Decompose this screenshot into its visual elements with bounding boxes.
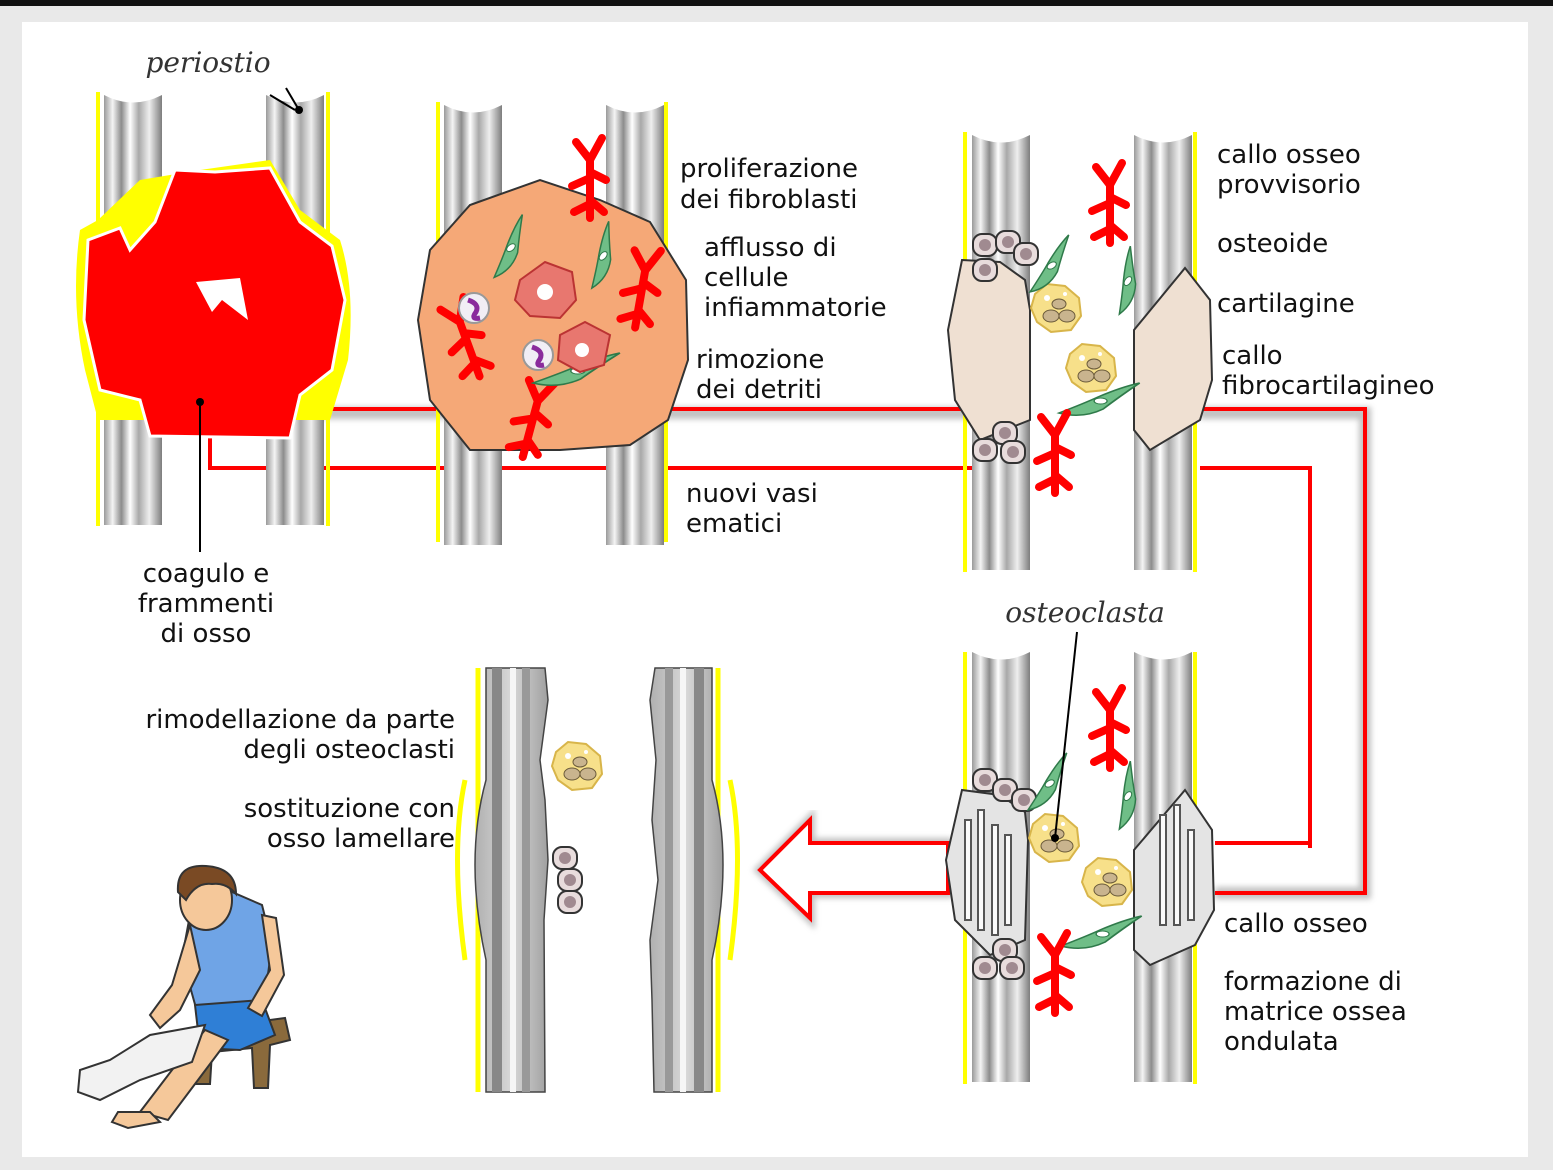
label-nuovi-vasi-2: ematici [686,509,782,539]
label-formazione-2: matrice ossea [1224,997,1407,1027]
label-cartilagine: cartilagine [1217,289,1355,319]
label-rimozione-1: rimozione [696,345,824,375]
osteoclast-icon [1014,243,1038,265]
label-afflusso-3: infiammatorie [704,293,887,323]
label-formazione-1: formazione di [1224,967,1402,997]
label-periostio: periostio [145,46,270,79]
osteoclast-icon [553,847,577,869]
label-afflusso-1: afflusso di [704,233,837,263]
label-sostituzione-1: sostituzione con [244,794,455,824]
label-sostituzione-2: osso lamellare [267,824,455,854]
label-rimozione-2: dei detriti [696,375,822,405]
osteoclast-icon [558,869,582,891]
label-afflusso-2: cellule [704,263,788,293]
bone-icon [650,668,723,1092]
label-coagulo-1: coagulo e [143,559,270,589]
label-callo-provvisorio-2: provvisorio [1217,170,1361,200]
label-rimodellazione-1: rimodellazione da parte [145,705,455,735]
label-callo-fibro-2: fibrocartilagineo [1222,371,1435,401]
label-coagulo-3: di osso [161,619,252,649]
label-formazione-3: ondulata [1224,1027,1339,1057]
label-callo-osseo: callo osseo [1224,909,1368,939]
osteoclast-icon [973,234,997,256]
label-proliferazione-2: dei fibroblasti [680,185,858,215]
osteoclast-icon [973,957,997,979]
osteoclast-icon [973,259,997,281]
label-osteoclasta: osteoclasta [1005,596,1165,629]
label-proliferazione-1: proliferazione [680,154,858,184]
label-coagulo-2: frammenti [138,589,274,619]
osteoclast-icon [1000,957,1024,979]
osteoclast-icon [558,891,582,913]
osteoclast-icon [1001,441,1025,463]
label-callo-fibro-1: callo [1222,341,1283,371]
label-osteoide: osteoide [1217,229,1328,259]
label-callo-provvisorio-1: callo osseo [1217,140,1361,170]
osteoclast-icon [973,439,997,461]
label-rimodellazione-2: degli osteoclasti [243,735,455,765]
label-nuovi-vasi-1: nuovi vasi [686,479,818,509]
